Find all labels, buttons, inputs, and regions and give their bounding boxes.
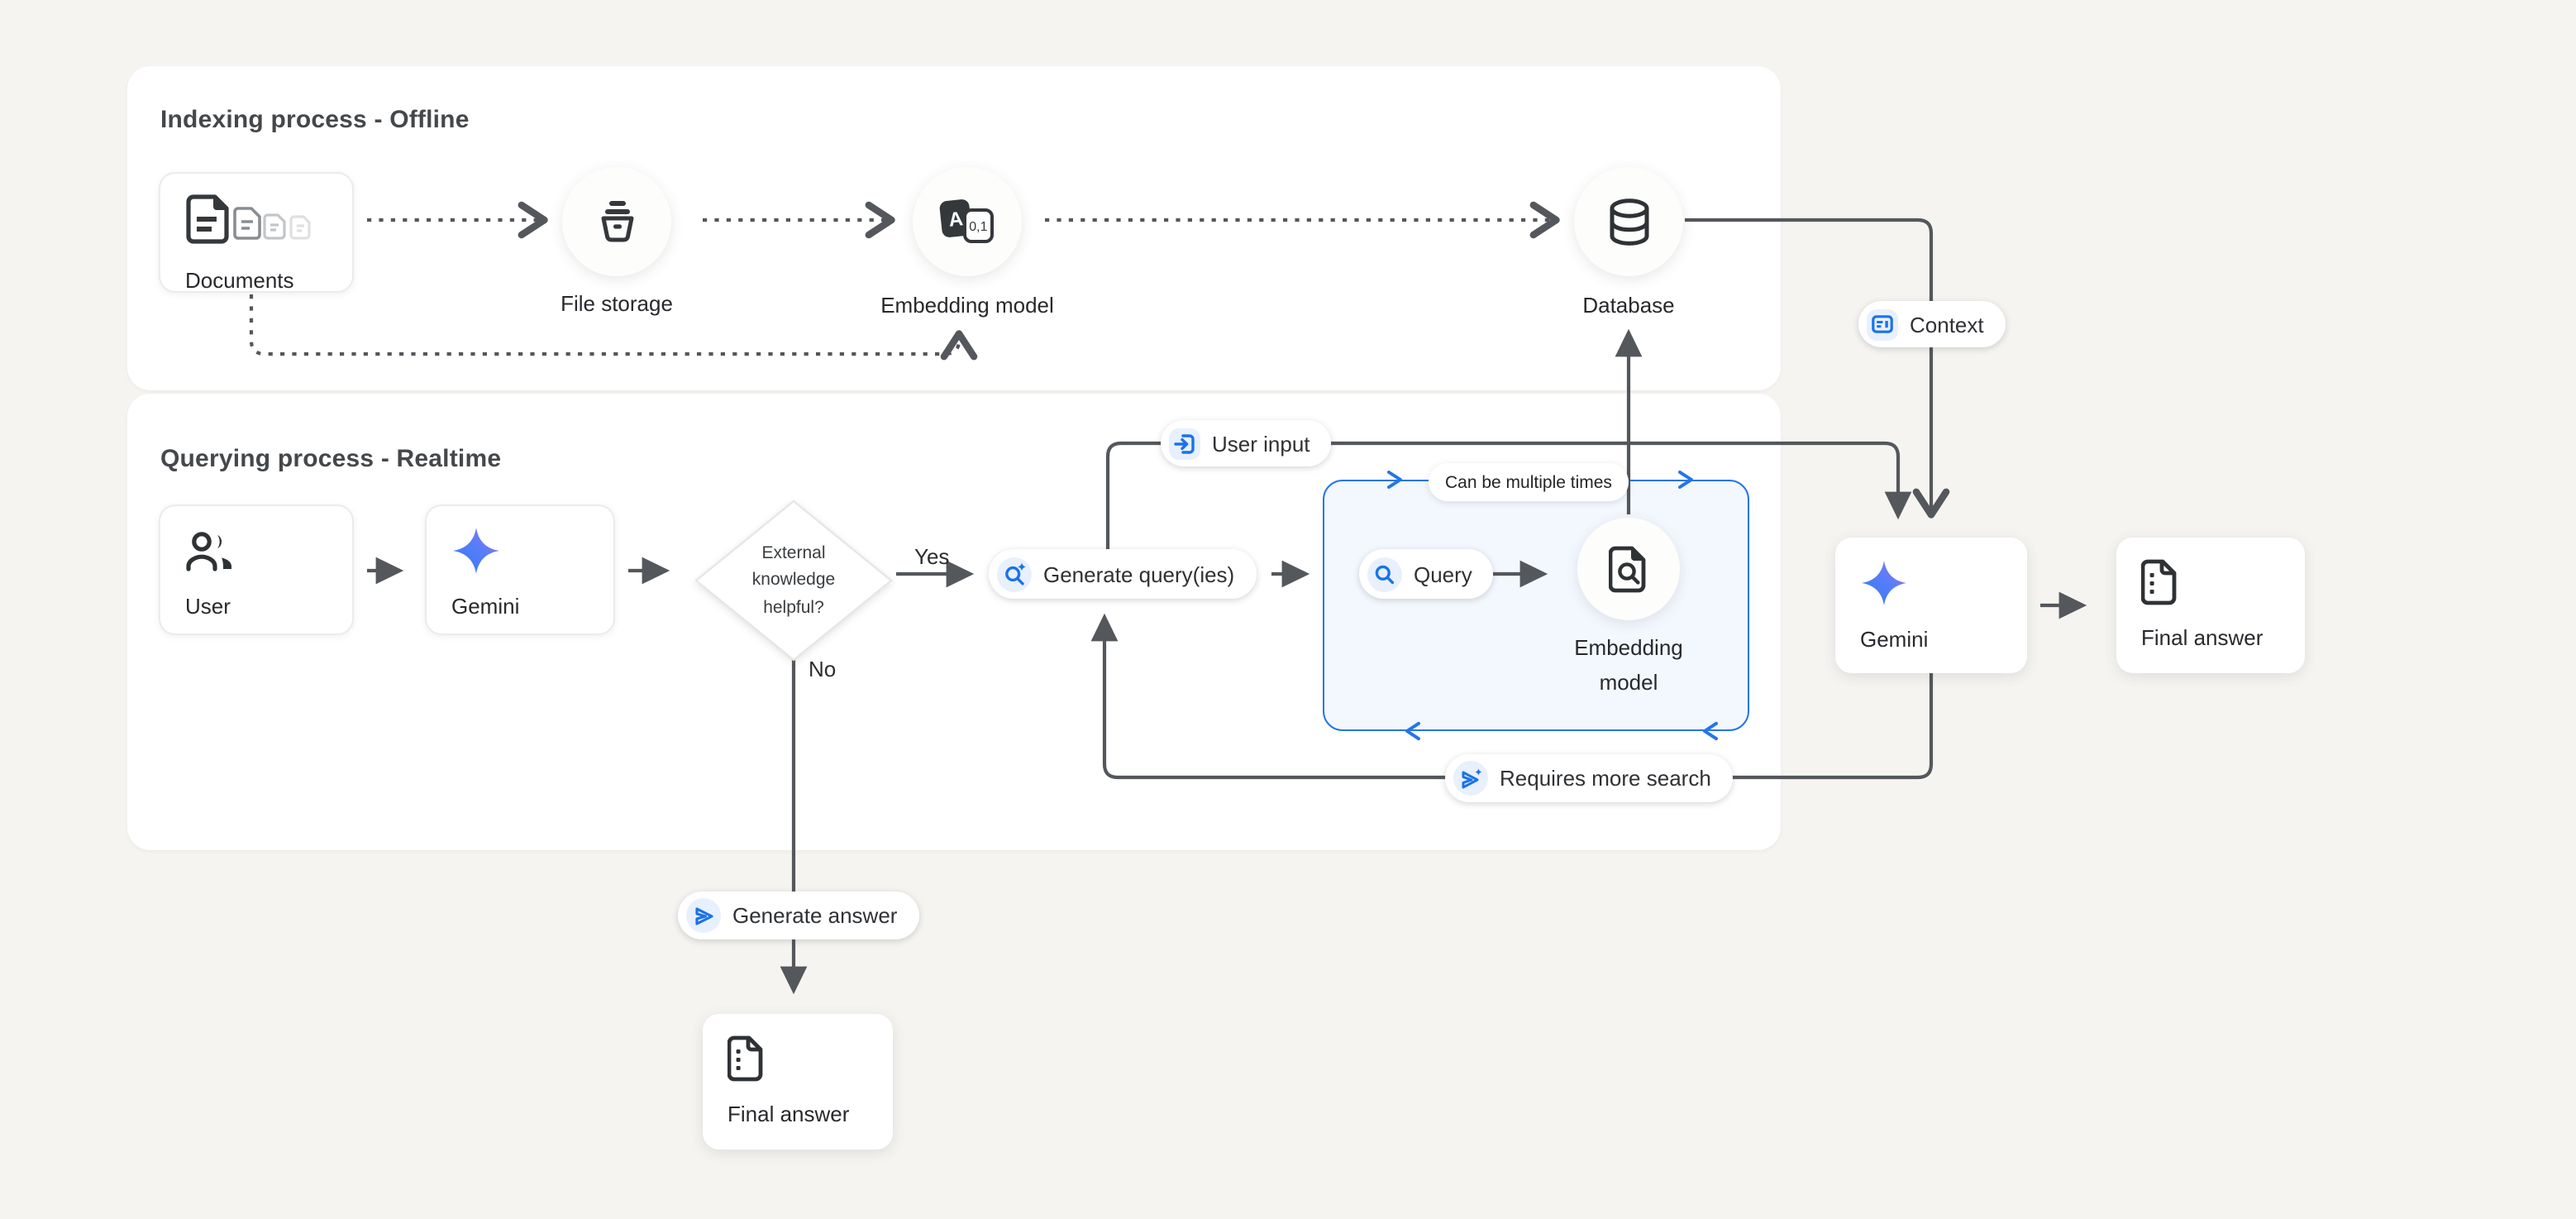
embedding-model-2-node	[1577, 518, 1680, 620]
gemini-label: Gemini	[451, 594, 520, 619]
user-input-label: User input	[1212, 431, 1310, 456]
user-card: User	[159, 504, 354, 635]
gemini-final-card: Gemini	[1835, 538, 2027, 673]
database-label: Database	[1582, 293, 1675, 318]
context-card-icon	[1867, 308, 1898, 340]
gemini-star-icon	[1861, 560, 1907, 606]
retrieval-loop-box	[1323, 480, 1749, 731]
context-pill: Context	[1858, 301, 2006, 347]
translate-embedding-icon: A 0,1	[939, 199, 994, 243]
final-answer-card: Final answer	[2116, 538, 2305, 673]
send-icon	[686, 898, 721, 933]
context-label: Context	[1910, 312, 1984, 337]
final-answer-label: Final answer	[2141, 625, 2264, 650]
gemini-final-label: Gemini	[1860, 627, 1929, 652]
user-label: User	[185, 594, 231, 619]
users-icon	[186, 532, 231, 571]
documents-label: Documents	[185, 268, 294, 293]
input-arrow-icon	[1169, 428, 1200, 459]
gemini-star-icon	[453, 528, 499, 574]
query-label: Query	[1414, 562, 1472, 586]
indexing-panel-title: Indexing process - Offline	[160, 106, 470, 134]
embedding-model-node: A 0,1	[913, 167, 1022, 276]
generate-answer-pill: Generate answer	[678, 892, 919, 939]
document-dotted-icon	[727, 1035, 763, 1082]
database-cylinder-icon	[1609, 198, 1648, 245]
decision-text: External knowledge helpful?	[751, 543, 836, 618]
database-node	[1574, 167, 1683, 276]
yes-label: Yes	[914, 544, 950, 569]
final-answer-no-path-card: Final answer	[703, 1014, 893, 1150]
embedding-model-label: Embedding model	[880, 293, 1054, 318]
no-label: No	[809, 657, 837, 681]
file-storage-bucket-icon	[600, 201, 633, 242]
can-be-multiple-times-pill: Can be multiple times	[1429, 463, 1629, 501]
file-storage-node	[562, 167, 671, 276]
search-sparkle-icon	[997, 557, 1032, 591]
embedding-model-2-label: Embedding model	[1574, 635, 1683, 696]
svg-text:A: A	[947, 208, 964, 232]
query-pill: Query	[1359, 549, 1494, 599]
final-answer-no-path-label: Final answer	[727, 1102, 850, 1126]
generate-query-pill: Generate query(ies)	[989, 549, 1257, 599]
requires-more-search-label: Requires more search	[1500, 766, 1711, 791]
document-search-icon	[1608, 545, 1645, 592]
user-input-pill: User input	[1161, 420, 1332, 466]
requires-more-search-pill: Requires more search	[1445, 754, 1733, 802]
document-dotted-icon	[2140, 559, 2177, 605]
file-storage-label: File storage	[561, 291, 673, 316]
querying-panel-title: Querying process - Realtime	[160, 445, 502, 473]
generate-answer-label: Generate answer	[732, 903, 898, 928]
search-icon	[1367, 557, 1402, 591]
documents-card: Documents	[159, 172, 354, 293]
gemini-card: Gemini	[425, 504, 615, 635]
generate-query-label: Generate query(ies)	[1043, 562, 1235, 586]
can-be-multiple-times-label: Can be multiple times	[1445, 472, 1612, 492]
svg-text:0,1: 0,1	[969, 220, 987, 234]
document-stack-icon	[186, 194, 311, 244]
send-sparkle-icon	[1453, 761, 1488, 796]
